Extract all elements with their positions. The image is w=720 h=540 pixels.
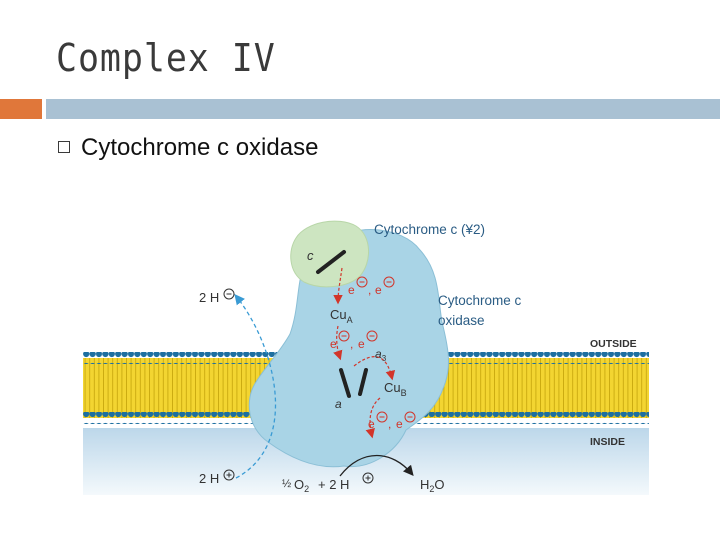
title-accent-bar	[0, 99, 42, 119]
oxidase-label-line1: Cytochrome c	[438, 293, 522, 308]
svg-text:e: e	[348, 283, 355, 297]
bullet-text: Cytochrome c oxidase	[81, 134, 319, 161]
cytochrome-c-protein	[290, 220, 369, 288]
cu-a-label: CuA	[330, 307, 353, 325]
svg-text:2 H: 2 H	[199, 290, 219, 305]
svg-text:2 H: 2 H	[199, 471, 219, 486]
outside-label: OUTSIDE	[590, 338, 637, 350]
cu-b-label: CuB	[384, 380, 407, 398]
svg-text:e: e	[330, 337, 337, 351]
a3-label: a3	[375, 347, 387, 363]
electron-pair-1: e , e	[348, 276, 395, 297]
svg-text:O2: O2	[294, 477, 309, 494]
heme-c-label: c	[307, 248, 314, 263]
svg-text:,: ,	[350, 337, 353, 351]
heme-a3-bar	[358, 368, 368, 396]
slide-title: Complex IV	[56, 36, 276, 80]
title-underline-bar	[46, 99, 720, 119]
proton-inside-label: 2 H	[199, 469, 235, 486]
inside-label: INSIDE	[590, 436, 625, 448]
bullet-icon	[58, 141, 70, 153]
proton-outside-label: 2 H	[199, 288, 235, 305]
reaction-equation: ½ O2 + 2 H	[282, 472, 374, 494]
svg-text:e: e	[375, 283, 382, 297]
heme-c-bar	[316, 250, 346, 274]
svg-text:,: ,	[368, 283, 371, 297]
reaction-arrow	[339, 454, 414, 477]
svg-text:e: e	[358, 337, 365, 351]
heme-a-bar	[339, 368, 351, 398]
a-label: a	[335, 397, 342, 411]
electron-pair-3: e , e	[368, 411, 416, 431]
cytochrome-oxidase-protein	[248, 229, 449, 468]
cytochrome-c-label: Cytochrome c (¥2)	[374, 222, 485, 237]
electron-arrows	[333, 267, 396, 439]
svg-text:½: ½	[282, 478, 291, 490]
oxidase-label-line2: oxidase	[438, 313, 485, 328]
svg-text:,: ,	[388, 417, 391, 431]
water-product-label: H2O	[420, 477, 445, 494]
svg-text:e: e	[396, 417, 403, 431]
proton-pump-arrow	[234, 293, 277, 479]
svg-text:+ 2 H: + 2 H	[318, 477, 349, 492]
electron-pair-2: e , e	[330, 330, 378, 351]
svg-text:e: e	[368, 417, 375, 431]
